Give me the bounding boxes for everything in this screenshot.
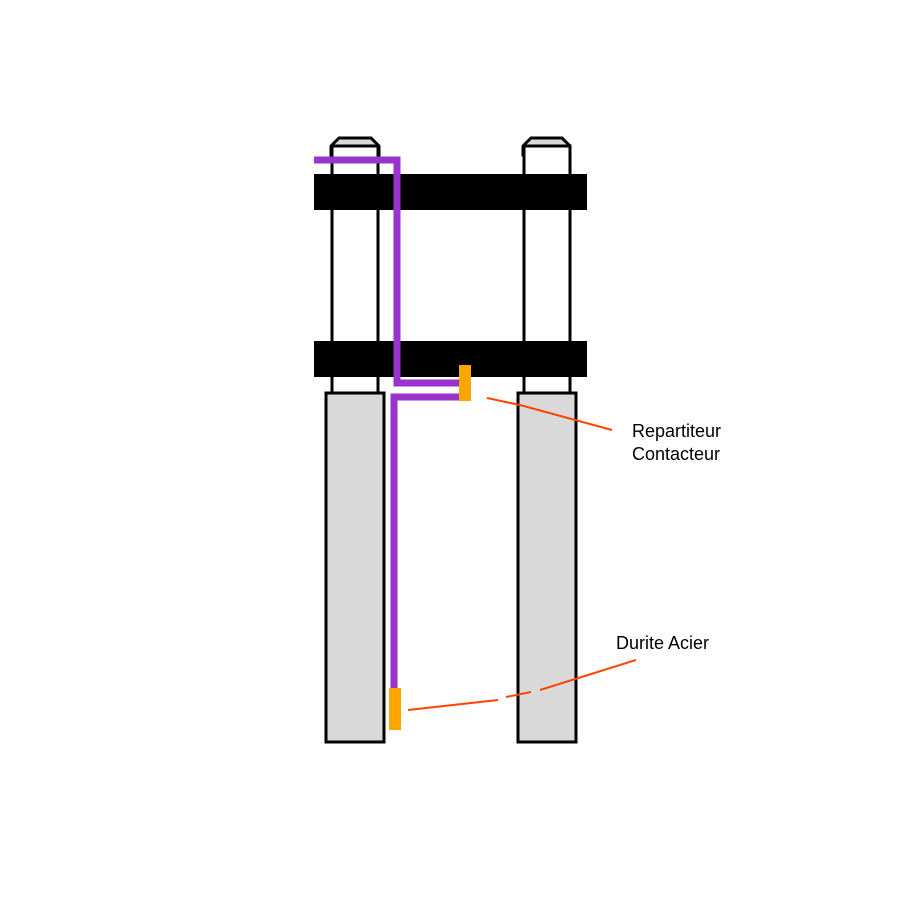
- steel-hose-leader-line-c: [539, 659, 637, 691]
- steel-hose-label: Durite Acier: [616, 633, 709, 653]
- brake-line-upper-run: [314, 156, 460, 387]
- distributor-leader-line: [486, 397, 613, 431]
- right-fork-slider: [516, 391, 578, 744]
- distributor-label-line2: Contacteur: [632, 444, 720, 464]
- lower-triple-clamp: [314, 341, 587, 377]
- brake-line: [314, 156, 460, 690]
- right-fork-leg: [516, 136, 578, 744]
- steel-hose-leader-line-a: [407, 699, 499, 711]
- left-fork-slider: [324, 391, 386, 744]
- steel-hose-fitting: [389, 688, 401, 730]
- steel-hose-leader-line-b: [505, 691, 532, 698]
- distributor-fitting: [459, 365, 471, 401]
- upper-triple-clamp: [314, 174, 587, 210]
- distributor-label-line1: Repartiteur: [632, 421, 721, 441]
- brake-line-lower-run: [390, 393, 460, 690]
- left-fork-leg: [324, 136, 386, 744]
